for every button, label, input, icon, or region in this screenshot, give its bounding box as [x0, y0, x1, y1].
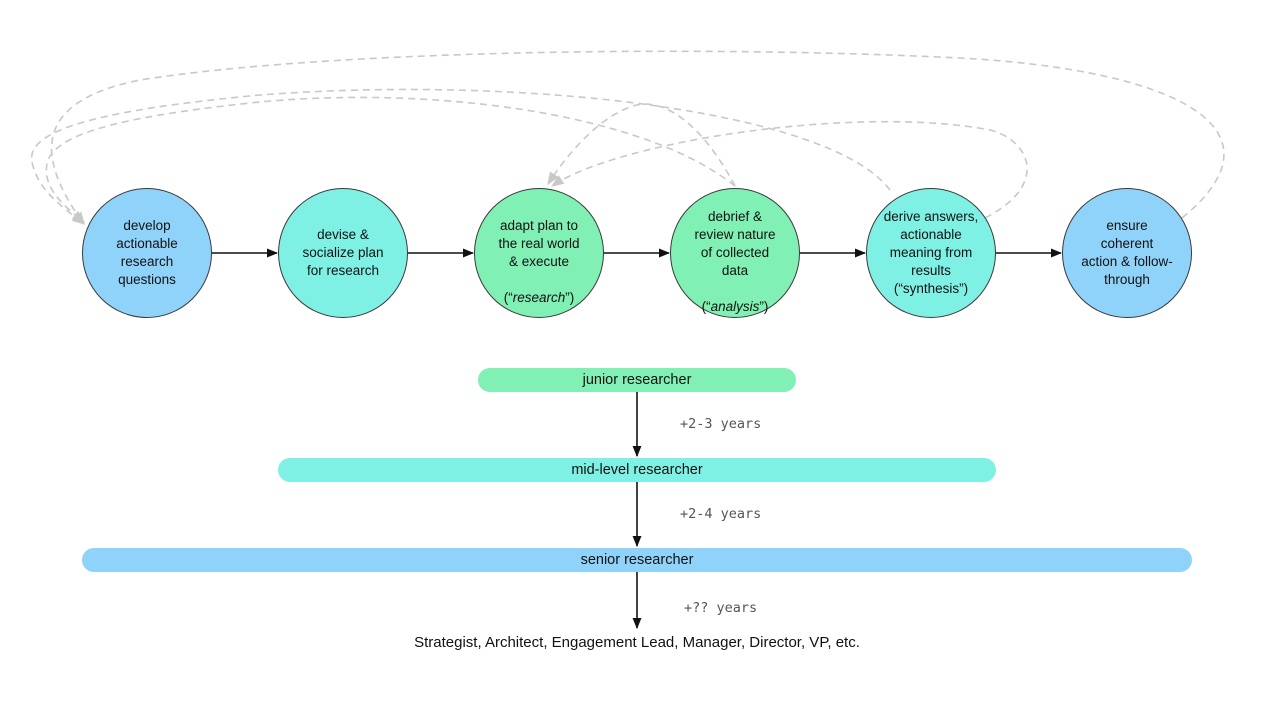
- step-ensure-action: ensure coherent action & follow- through: [1062, 188, 1192, 318]
- level-senior-label: senior researcher: [580, 552, 694, 568]
- level-mid-label: mid-level researcher: [571, 462, 703, 478]
- step-devise-label: devise & socialize plan for research: [302, 227, 384, 278]
- level-mid-researcher: mid-level researcher: [278, 458, 996, 482]
- next-career-roles: Strategist, Architect, Engagement Lead, …: [414, 634, 860, 651]
- step-adapt-label: adapt plan to the real world & execute: [498, 218, 580, 269]
- step-debrief-text: debrief & review nature of collected dat…: [694, 209, 776, 314]
- step-debrief-tag: analysis: [710, 299, 760, 314]
- step-develop-label: develop actionable research questions: [116, 218, 178, 287]
- feedback-loop-ensure-to-develop: [50, 50, 1225, 226]
- feedback-loop-derive-to-develop: [30, 88, 891, 225]
- step-derive-label: derive answers, actionable meaning from …: [883, 209, 979, 296]
- level-junior-label: junior researcher: [582, 372, 692, 388]
- step-ensure-label: ensure coherent action & follow- through: [1081, 218, 1173, 287]
- step-debrief-review: debrief & review nature of collected dat…: [670, 188, 800, 318]
- step-adapt-text: adapt plan to the real world & execute (…: [498, 218, 580, 305]
- step-develop-questions: develop actionable research questions: [82, 188, 212, 318]
- level-senior-researcher: senior researcher: [82, 548, 1192, 572]
- step-derive-answers: derive answers, actionable meaning from …: [866, 188, 996, 318]
- transition-junior-to-mid: +2-3 years: [680, 416, 762, 432]
- step-adapt-execute: adapt plan to the real world & execute (…: [474, 188, 604, 318]
- level-junior-researcher: junior researcher: [478, 368, 796, 392]
- step-devise-plan: devise & socialize plan for research: [278, 188, 408, 318]
- step-debrief-label: debrief & review nature of collected dat…: [694, 209, 776, 278]
- transition-senior-to-next: +?? years: [684, 600, 758, 616]
- transition-mid-to-senior: +2-4 years: [680, 506, 762, 522]
- feedback-loop-derive-to-adapt: [550, 120, 1028, 219]
- step-adapt-tag: research: [512, 290, 566, 305]
